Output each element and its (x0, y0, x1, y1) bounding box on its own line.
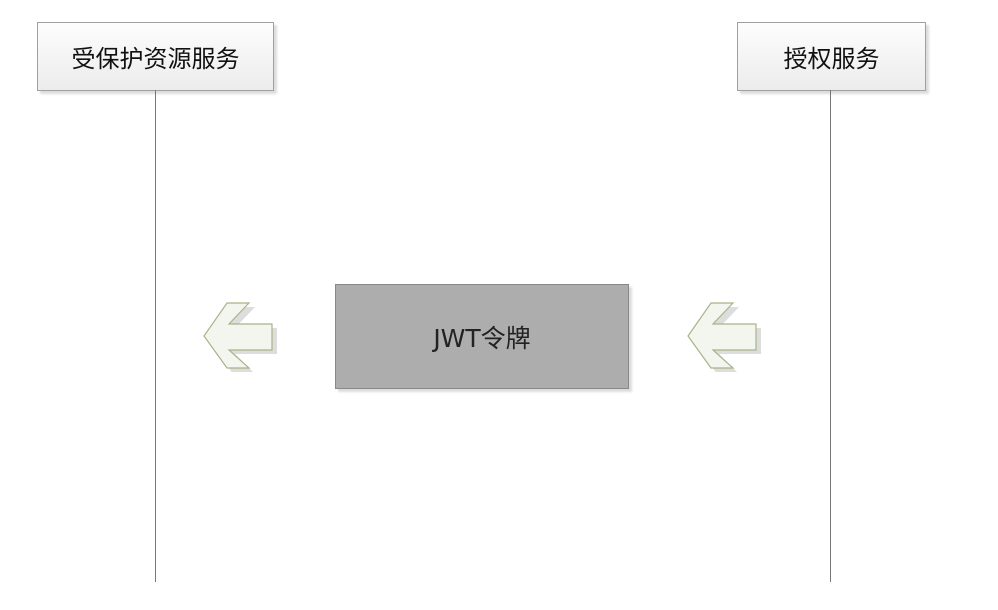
lifeline-authorization-service (830, 90, 831, 582)
actor-authorization-service: 授权服务 (737, 22, 926, 91)
jwt-token-label: JWT令牌 (433, 323, 531, 353)
left-arrow-icon (203, 302, 277, 372)
right-side-left-arrow-icon (687, 302, 761, 372)
actor-protected-resource-service: 受保护资源服务 (37, 22, 274, 91)
jwt-token-box: JWT令牌 (335, 284, 629, 389)
lifeline-protected-resource-service (155, 90, 156, 582)
